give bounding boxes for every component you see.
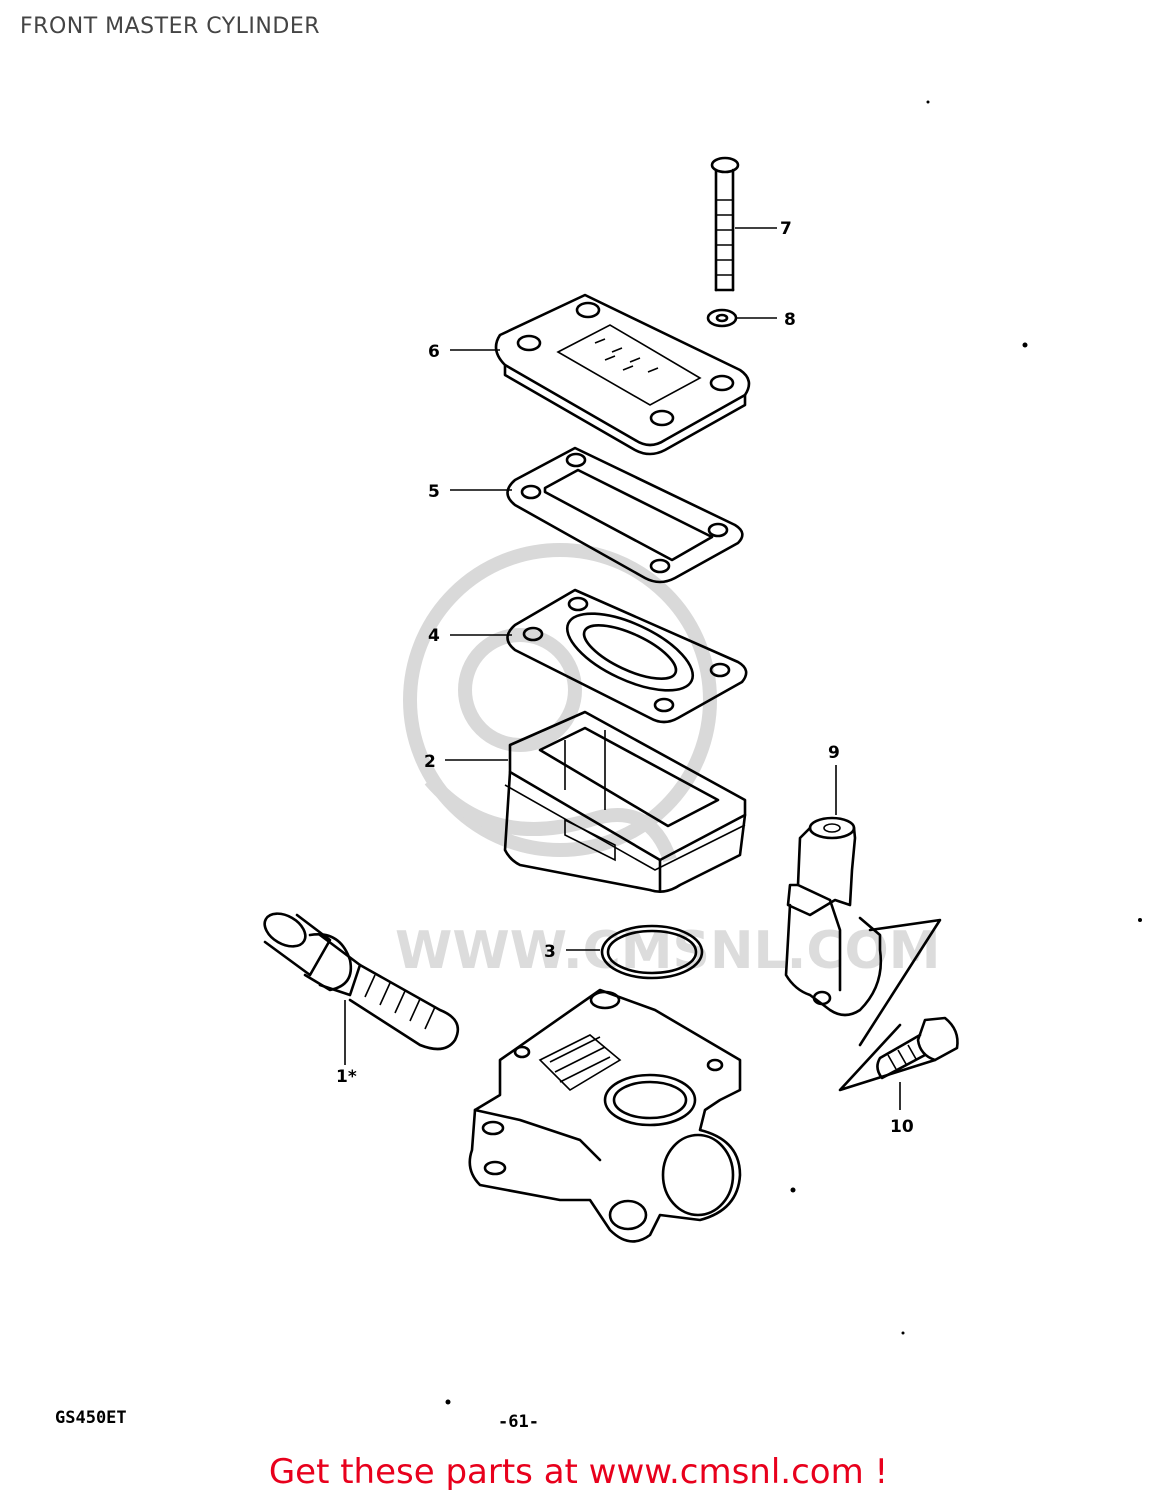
page-number: -61- <box>498 1412 539 1432</box>
model-code: GS450ET <box>55 1408 127 1428</box>
callout-10[interactable]: 10 <box>890 1117 914 1137</box>
callout-leaders <box>344 227 901 1110</box>
part-2-reservoir <box>503 710 747 893</box>
page-title: FRONT MASTER CYLINDER <box>20 14 321 39</box>
callout-7[interactable]: 7 <box>780 219 792 239</box>
watermark-logo: WWW.CMSNL.COM <box>395 543 940 981</box>
part-8-washer <box>706 308 738 328</box>
callout-1[interactable]: 1* <box>336 1067 357 1087</box>
part-5-diaphragm-plate <box>506 446 744 584</box>
callout-5[interactable]: 5 <box>428 482 440 502</box>
callout-4[interactable]: 4 <box>428 626 440 646</box>
master-cylinder-body <box>468 988 742 1243</box>
part-3-o-ring <box>600 924 704 980</box>
scan-specks <box>445 100 1142 1405</box>
part-10-bolt <box>838 1016 959 1092</box>
part-7-screw <box>710 156 740 292</box>
callout-3[interactable]: 3 <box>544 942 556 962</box>
cta-banner: Get these parts at www.cmsnl.com ! <box>0 1452 1157 1492</box>
part-4-diaphragm <box>506 588 748 724</box>
callout-labels: 7 8 6 5 4 2 3 9 1* 10 <box>336 219 914 1137</box>
part-6-reservoir-cap <box>494 293 751 456</box>
callout-6[interactable]: 6 <box>428 342 440 362</box>
part-9-clamp <box>784 816 942 1047</box>
callout-8[interactable]: 8 <box>784 310 796 330</box>
cta-link[interactable]: Get these parts at www.cmsnl.com ! <box>268 1452 889 1492</box>
callout-2[interactable]: 2 <box>424 752 436 772</box>
callout-9[interactable]: 9 <box>828 743 840 763</box>
part-1-piston-assembly <box>263 912 460 1051</box>
